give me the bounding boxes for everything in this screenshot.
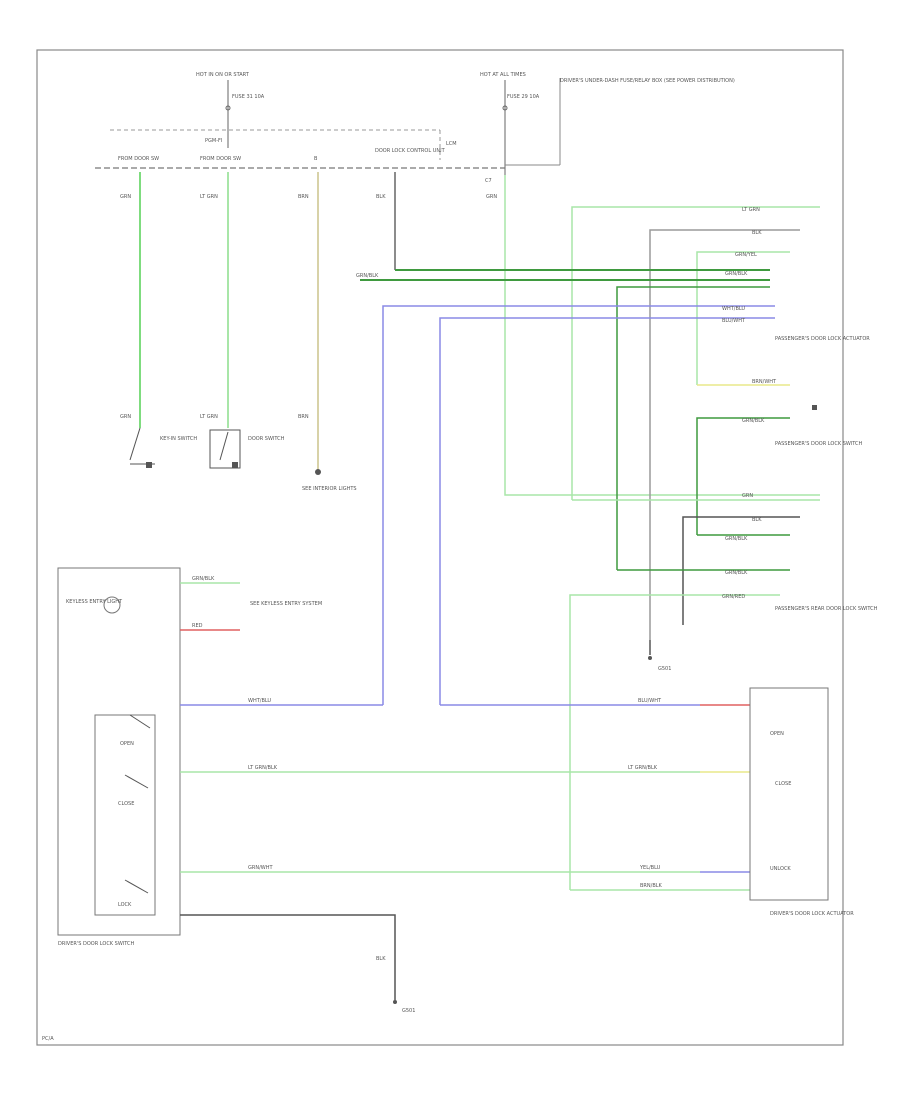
wire-blue-2 bbox=[439, 317, 775, 705]
wire-3-label: BRN bbox=[298, 194, 309, 200]
wire-dkgrn-mid-label: GRN/BLK bbox=[742, 418, 765, 424]
wire-dkgrn-mid bbox=[696, 417, 790, 535]
wire-1-label: GRN bbox=[120, 194, 131, 200]
ground-right-node bbox=[648, 656, 652, 660]
wire-blue-switch-1-label: WHT/BLU bbox=[248, 698, 271, 704]
wire-2-label: LT GRN bbox=[200, 194, 218, 200]
wire-1-label-bottom: GRN bbox=[120, 414, 131, 420]
wire-ltgrn-top bbox=[571, 206, 820, 500]
hot-right-label: HOT AT ALL TIMES bbox=[480, 72, 526, 78]
wire-3-label-bottom: BRN bbox=[298, 414, 309, 420]
wire-dkgrn-label-right: GRN/BLK bbox=[725, 271, 748, 277]
switch-open-label: OPEN bbox=[120, 741, 134, 747]
wire-dkgrn-lower-2-label: GRN/BLK bbox=[725, 570, 748, 576]
keyless-lamp bbox=[103, 596, 121, 614]
top-conn-4: DOOR LOCK CONTROL UNIT bbox=[375, 148, 446, 154]
bus-note: LCM bbox=[446, 141, 457, 147]
wire-grn-bottom-label: BRN/BLK bbox=[640, 883, 663, 889]
switch-lock-label: LOCK bbox=[118, 902, 132, 908]
top-conn-3: B bbox=[314, 156, 318, 162]
wire-yellow-label: BRN/WHT bbox=[752, 379, 777, 385]
pass-door-mid-label: PASSENGER'S DOOR LOCK SWITCH bbox=[775, 441, 863, 447]
keyless-note: KEYLESS ENTRY LIGHT bbox=[66, 599, 123, 605]
hot-left-label: HOT IN ON OR START bbox=[196, 72, 250, 78]
wire-4-label: BLK bbox=[376, 194, 386, 200]
wire-dkgrn-3 bbox=[616, 286, 770, 570]
wire-5-label: GRN bbox=[486, 194, 497, 200]
driver-switch-label: DRIVER'S DOOR LOCK SWITCH bbox=[58, 941, 135, 947]
fuse-right-symbol bbox=[502, 105, 508, 111]
wire-ground-bottom-label: BLK bbox=[376, 956, 386, 962]
wire-ltgrn-switch-label: LT GRN/BLK bbox=[248, 765, 278, 771]
driver-actuator-box bbox=[749, 687, 829, 901]
pass-door-low-label: PASSENGER'S REAR DOOR LOCK SWITCH bbox=[775, 606, 878, 612]
wire-gray-top-label: BLK bbox=[752, 230, 762, 236]
door-switch-label: DOOR SWITCH bbox=[248, 436, 285, 442]
wire-dkgrn-label-left: GRN/BLK bbox=[356, 273, 379, 279]
wire-ltgrn-lower-label: GRN bbox=[742, 493, 753, 499]
wire-gray-top bbox=[649, 229, 800, 640]
ground-bottom-node bbox=[393, 1000, 397, 1004]
switch-close-blade bbox=[124, 774, 149, 789]
switch-lock-blade bbox=[124, 879, 149, 894]
wire-grn-lock-label-right: YEL/BLU bbox=[639, 865, 661, 871]
wire-ltgrn-top-label: LT GRN bbox=[742, 207, 760, 213]
ground-bottom-label: G501 bbox=[402, 1008, 415, 1014]
footer-code: PC/A bbox=[42, 1036, 54, 1042]
wire-gray-lower bbox=[682, 516, 800, 625]
junction-label: PGM-FI bbox=[205, 138, 222, 144]
wire-ltgrn-actuator bbox=[569, 594, 780, 890]
wire-5-green bbox=[504, 175, 820, 496]
wire-2-label-bottom: LT GRN bbox=[200, 414, 218, 420]
fuse-right-label: FUSE 29 10A bbox=[507, 94, 540, 100]
switch-close-label: CLOSE bbox=[118, 801, 134, 807]
actuator-lock-label: UNLOCK bbox=[770, 866, 791, 872]
ground-right-label: G501 bbox=[658, 666, 671, 672]
lamp-note: SEE INTERIOR LIGHTS bbox=[302, 486, 357, 492]
keyless-wire-label-2: RED bbox=[192, 623, 203, 629]
wire-blue-1 bbox=[382, 305, 775, 705]
top-conn-2: FROM DOOR SW bbox=[200, 156, 241, 162]
top-conn-5: C7 bbox=[485, 178, 492, 184]
fuse-left-symbol bbox=[225, 105, 231, 111]
wire-ltgrn-actuator-label: GRN/RED bbox=[722, 594, 745, 600]
driver-actuator-label: DRIVER'S DOOR LOCK ACTUATOR bbox=[770, 911, 854, 917]
wire-blue-1-label: WHT/BLU bbox=[722, 306, 745, 312]
wire-ltgrn-switch-label-right: LT GRN/BLK bbox=[628, 765, 658, 771]
actuator-open-label: OPEN bbox=[770, 731, 784, 737]
driver-switch-inner bbox=[94, 714, 156, 916]
diagram-frame bbox=[36, 49, 844, 1046]
door-switch bbox=[209, 429, 241, 469]
top-conn-1: FROM DOOR SW bbox=[118, 156, 159, 162]
keyless-wire-label-1: GRN/BLK bbox=[192, 576, 215, 582]
key-in-switch bbox=[129, 427, 155, 468]
wire-gray-lower-label: BLK bbox=[752, 517, 762, 523]
wire-dkgrn-lower-label: GRN/BLK bbox=[725, 536, 748, 542]
actuator-close-label: CLOSE bbox=[775, 781, 791, 787]
ground-box-right bbox=[812, 405, 817, 410]
wire-grn-lock-label: GRN/WHT bbox=[248, 865, 273, 871]
wire-grnyel bbox=[696, 251, 790, 385]
switch-open-blade bbox=[129, 714, 151, 729]
wire-blue-2-label: BLU/WHT bbox=[722, 318, 746, 324]
driver-switch-box bbox=[57, 567, 181, 936]
pass-door-top-label: PASSENGER'S DOOR LOCK ACTUATOR bbox=[775, 336, 870, 342]
right-note: DRIVER'S UNDER-DASH FUSE/RELAY BOX (SEE … bbox=[560, 78, 735, 84]
lamp-connector bbox=[315, 469, 321, 475]
wire-blue-switch-2-label: BLU/WHT bbox=[638, 698, 662, 704]
wire-ground-bottom bbox=[180, 914, 396, 1000]
key-in-switch-label: KEY-IN SWITCH bbox=[160, 436, 197, 442]
keyless-sub: SEE KEYLESS ENTRY SYSTEM bbox=[250, 601, 322, 607]
wire-grnyel-label: GRN/YEL bbox=[735, 252, 757, 258]
fuse-left-label: FUSE 31 10A bbox=[232, 94, 265, 100]
